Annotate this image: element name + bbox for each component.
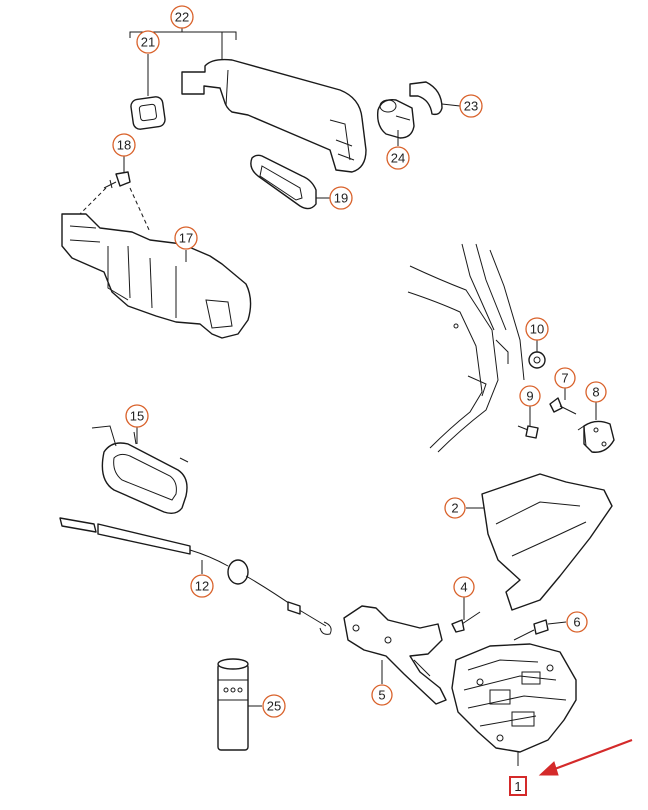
svg-text:9: 9 [526,389,533,404]
callout-7: 7 [554,367,576,389]
svg-text:21: 21 [141,35,155,50]
callout-15: 15 [125,404,149,428]
part-4-pin [451,611,481,633]
svg-text:7: 7 [561,371,568,386]
svg-text:5: 5 [378,688,385,703]
part-21-gasket [130,96,166,130]
callout-6: 6 [566,611,588,633]
callout-12: 12 [190,574,214,598]
svg-text:18: 18 [117,138,131,153]
part-25-spray-can [217,658,249,751]
svg-text:15: 15 [130,409,144,424]
svg-text:6: 6 [573,615,580,630]
part-23-seal [409,81,443,116]
part-19-gasket [250,154,317,210]
part-8-striker [577,420,615,453]
svg-text:22: 22 [175,10,189,25]
callout-23: 23 [459,94,483,118]
callout-22: 22 [170,5,194,29]
svg-text:1: 1 [514,779,521,794]
callout-5: 5 [371,684,393,706]
part-10-washer [528,351,546,369]
svg-text:4: 4 [460,580,467,595]
svg-text:12: 12 [195,579,209,594]
callout-10: 10 [525,317,549,341]
callout-21: 21 [136,30,160,54]
callout-2: 2 [444,497,466,519]
callout-8: 8 [585,381,607,403]
part-15-inner-handle [91,425,189,515]
part-12-cable [59,517,332,635]
callout-4: 4 [453,576,475,598]
callout-17: 17 [174,226,198,250]
leader-lines [123,54,597,766]
svg-text:19: 19 [334,191,348,206]
part-6-rod [513,619,549,641]
door-frame [407,243,525,453]
callout-9: 9 [519,385,541,407]
highlighted-part-label: 1 [509,776,527,796]
svg-text:25: 25 [267,699,281,714]
callout-24: 24 [386,146,410,170]
svg-text:17: 17 [179,231,193,246]
part-5-bracket [343,605,447,705]
part-17-handle-carrier [61,213,252,339]
part-7-screw [549,397,577,415]
part-18-screw [103,171,131,189]
callout-25: 25 [262,694,286,718]
part-24-lock-cylinder [376,99,415,139]
part-9-bolt [517,425,539,439]
callout-19: 19 [329,186,353,210]
svg-text:2: 2 [451,501,458,516]
svg-text:24: 24 [391,151,405,166]
svg-text:10: 10 [530,322,544,337]
callout-18: 18 [112,133,136,157]
part-22-door-handle [181,58,367,173]
svg-text:8: 8 [592,385,599,400]
part-1-lock-unit [451,643,577,753]
highlight-arrow [538,738,633,776]
part-2-cover [481,473,613,611]
svg-text:23: 23 [464,99,478,114]
